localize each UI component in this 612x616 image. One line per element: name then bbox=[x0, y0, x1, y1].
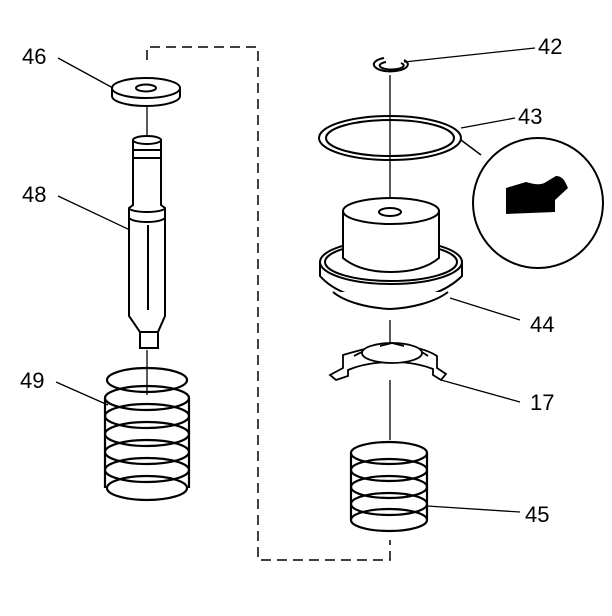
callout-labels: 46 48 49 42 43 44 17 45 bbox=[20, 34, 562, 527]
callout-48: 48 bbox=[22, 182, 46, 207]
callout-17: 17 bbox=[530, 390, 554, 415]
spring-49 bbox=[103, 366, 191, 502]
shaft-48 bbox=[128, 135, 166, 349]
o-ring-43 bbox=[318, 115, 462, 161]
leader-lines bbox=[55, 47, 536, 513]
callout-42: 42 bbox=[538, 34, 562, 59]
callout-46: 46 bbox=[22, 44, 46, 69]
snap-ring-42 bbox=[372, 57, 409, 73]
seal-cross-section-detail bbox=[460, 137, 604, 269]
spring-45 bbox=[349, 440, 429, 533]
callout-45: 45 bbox=[525, 502, 549, 527]
axis-lines bbox=[146, 75, 391, 440]
callout-49: 49 bbox=[20, 368, 44, 393]
piston-44 bbox=[319, 197, 463, 311]
dashed-assembly-path bbox=[146, 46, 391, 561]
washer-46 bbox=[111, 77, 181, 107]
callout-44: 44 bbox=[530, 312, 554, 337]
callout-43: 43 bbox=[518, 104, 542, 129]
retainer-17 bbox=[328, 342, 448, 382]
